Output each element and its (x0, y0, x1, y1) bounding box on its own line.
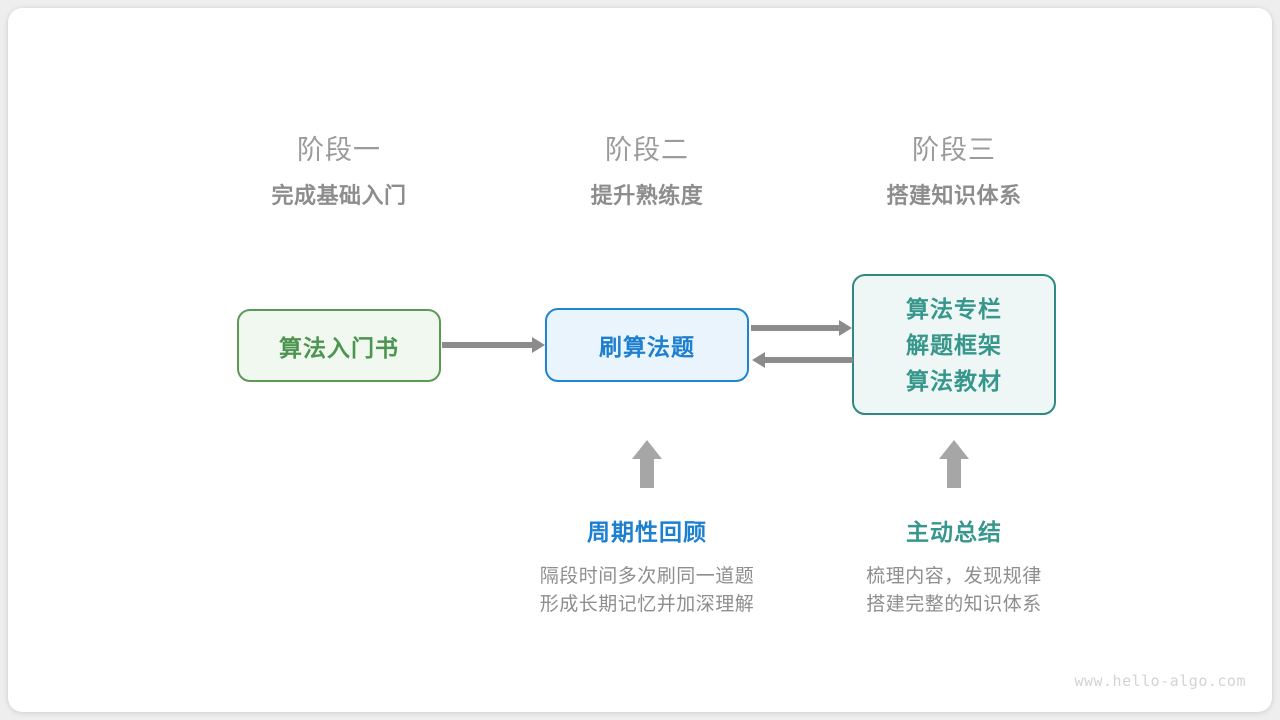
habit-periodic-review: 周期性回顾 隔段时间多次刷同一道题 形成长期记忆并加深理解 (497, 517, 797, 619)
site-watermark: www.hello-algo.com (1074, 672, 1246, 690)
node-resources-line-2: 解题框架 (906, 331, 1002, 358)
up-arrow-review-head (632, 440, 662, 459)
node-resources-line-1: 算法专栏 (906, 295, 1002, 322)
habit-review-title: 周期性回顾 (587, 519, 707, 545)
node-algorithm-intro-book: 算法入门书 (237, 309, 441, 382)
arrow-book-to-practice-icon (442, 337, 545, 353)
up-arrow-review-icon (632, 440, 662, 488)
up-arrow-review-shaft (640, 458, 654, 488)
arrow-practice-to-resources-icon (751, 320, 852, 336)
habit-summary-desc-line-1: 梳理内容，发现规律 (866, 566, 1042, 587)
stage-3-title: 阶段三 (912, 135, 996, 165)
arrow-resources-to-practice-icon (752, 352, 853, 368)
habit-summary-title: 主动总结 (906, 519, 1002, 545)
stage-2-title: 阶段二 (605, 135, 689, 165)
stage-header-3: 阶段三 搭建知识体系 (824, 133, 1084, 211)
stage-2-subtitle: 提升熟练度 (590, 183, 704, 208)
stage-1-subtitle: 完成基础入门 (271, 183, 407, 208)
diagram-canvas: 阶段一 完成基础入门 阶段二 提升熟练度 阶段三 搭建知识体系 算法入门书 刷算… (8, 8, 1272, 712)
node-practice-label: 刷算法题 (599, 334, 695, 360)
node-book-label: 算法入门书 (279, 334, 399, 361)
habit-review-description: 隔段时间多次刷同一道题 形成长期记忆并加深理解 (497, 563, 797, 619)
stage-header-1: 阶段一 完成基础入门 (209, 133, 469, 211)
habit-review-desc-line-1: 隔段时间多次刷同一道题 (539, 566, 755, 587)
node-resources-line-3: 算法教材 (906, 367, 1002, 394)
stage-1-title: 阶段一 (297, 135, 381, 165)
habit-summary-description: 梳理内容，发现规律 搭建完整的知识体系 (804, 563, 1104, 619)
up-arrow-summary-shaft (947, 458, 961, 488)
stage-header-2: 阶段二 提升熟练度 (517, 133, 777, 211)
habit-active-summary: 主动总结 梳理内容，发现规律 搭建完整的知识体系 (804, 517, 1104, 619)
up-arrow-summary-head (939, 440, 969, 459)
node-practice-problems: 刷算法题 (545, 308, 749, 382)
stage-3-subtitle: 搭建知识体系 (886, 183, 1022, 208)
node-learning-resources: 算法专栏 解题框架 算法教材 (852, 274, 1056, 415)
habit-review-desc-line-2: 形成长期记忆并加深理解 (539, 594, 755, 615)
up-arrow-summary-icon (939, 440, 969, 488)
habit-summary-desc-line-2: 搭建完整的知识体系 (866, 594, 1042, 615)
